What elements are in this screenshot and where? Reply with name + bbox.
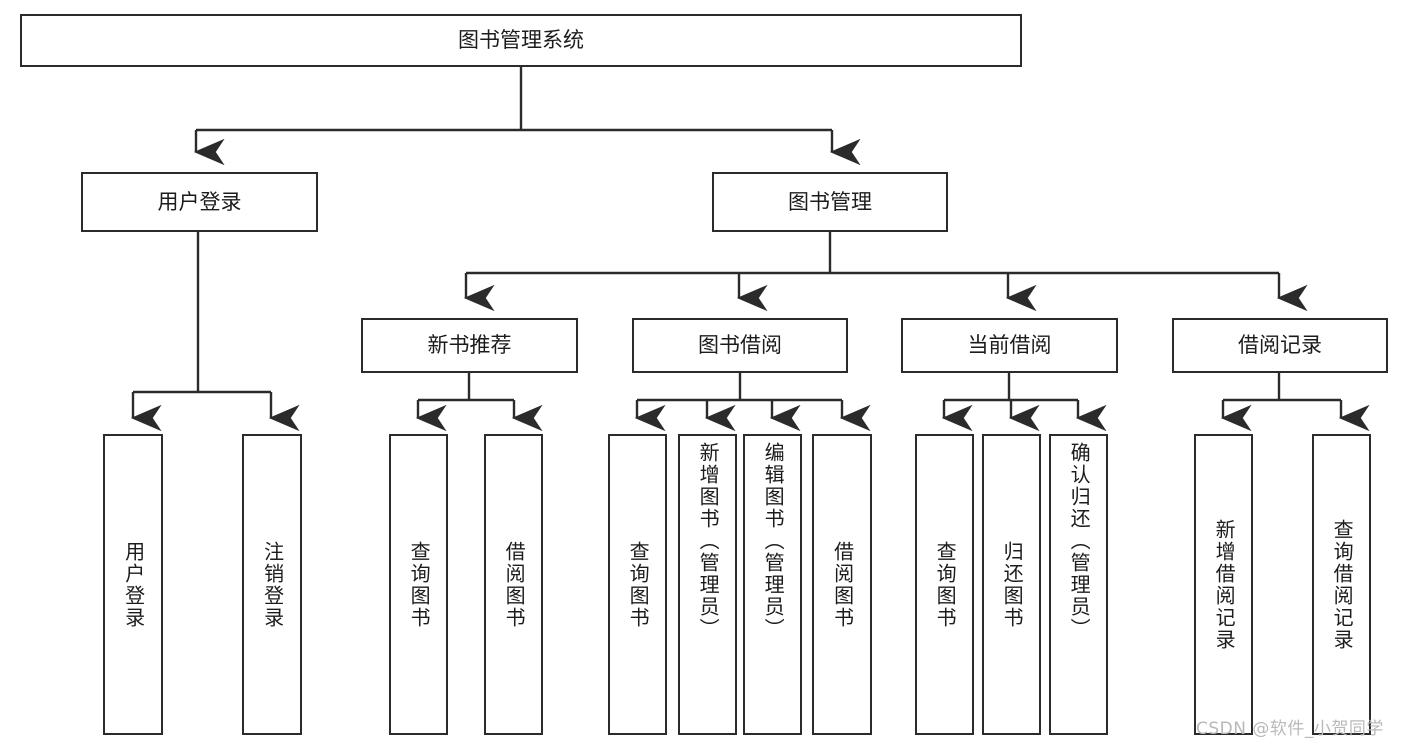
node-label: 用户登录: [121, 540, 146, 629]
leaf-book-borrow-add[interactable]: 新增图书（管理员）: [678, 434, 737, 735]
node-label: 编辑图书（管理员）: [761, 442, 786, 640]
leaf-new-book-query[interactable]: 查询图书: [389, 434, 448, 735]
node-label: 查询图书: [933, 540, 958, 629]
leaf-current-borrow-confirm-return[interactable]: 确认归还（管理员）: [1049, 434, 1108, 735]
node-label: 用户登录: [157, 189, 242, 214]
node-label: 新增图书（管理员）: [696, 442, 721, 640]
node-label: 确认归还（管理员）: [1067, 442, 1092, 640]
node-label: 图书管理系统: [458, 28, 584, 53]
leaf-current-borrow-query[interactable]: 查询图书: [915, 434, 974, 735]
node-label: 归还图书: [1000, 540, 1025, 629]
node-label: 查询借阅记录: [1330, 518, 1355, 651]
node-label: 借阅记录: [1238, 333, 1322, 358]
node-label: 图书借阅: [698, 333, 782, 358]
node-label: 查询图书: [626, 540, 651, 629]
leaf-user-login-logout[interactable]: 注销登录: [242, 434, 302, 735]
leaf-user-login-login[interactable]: 用户登录: [103, 434, 163, 735]
node-book-management-system[interactable]: 图书管理系统: [20, 14, 1022, 67]
node-book-management[interactable]: 图书管理: [712, 172, 948, 232]
node-borrow-record[interactable]: 借阅记录: [1172, 318, 1388, 373]
leaf-borrow-record-query[interactable]: 查询借阅记录: [1312, 434, 1371, 735]
node-label: 新增借阅记录: [1212, 518, 1237, 651]
leaf-borrow-record-add[interactable]: 新增借阅记录: [1194, 434, 1253, 735]
node-label: 借阅图书: [830, 540, 855, 629]
leaf-book-borrow-query[interactable]: 查询图书: [608, 434, 667, 735]
leaf-new-book-borrow[interactable]: 借阅图书: [484, 434, 543, 735]
leaf-book-borrow-edit[interactable]: 编辑图书（管理员）: [743, 434, 802, 735]
node-label: 新书推荐: [427, 333, 512, 358]
node-label: 借阅图书: [502, 540, 527, 629]
node-label: 查询图书: [407, 540, 432, 629]
node-label: 图书管理: [788, 189, 872, 214]
node-user-login[interactable]: 用户登录: [81, 172, 318, 232]
node-label: 当前借阅: [967, 333, 1052, 358]
node-current-borrow[interactable]: 当前借阅: [901, 318, 1118, 373]
leaf-book-borrow-borrow[interactable]: 借阅图书: [812, 434, 872, 735]
node-book-borrow[interactable]: 图书借阅: [632, 318, 848, 373]
node-label: 注销登录: [260, 540, 285, 629]
node-new-book-recommend[interactable]: 新书推荐: [361, 318, 578, 373]
leaf-current-borrow-return[interactable]: 归还图书: [982, 434, 1041, 735]
